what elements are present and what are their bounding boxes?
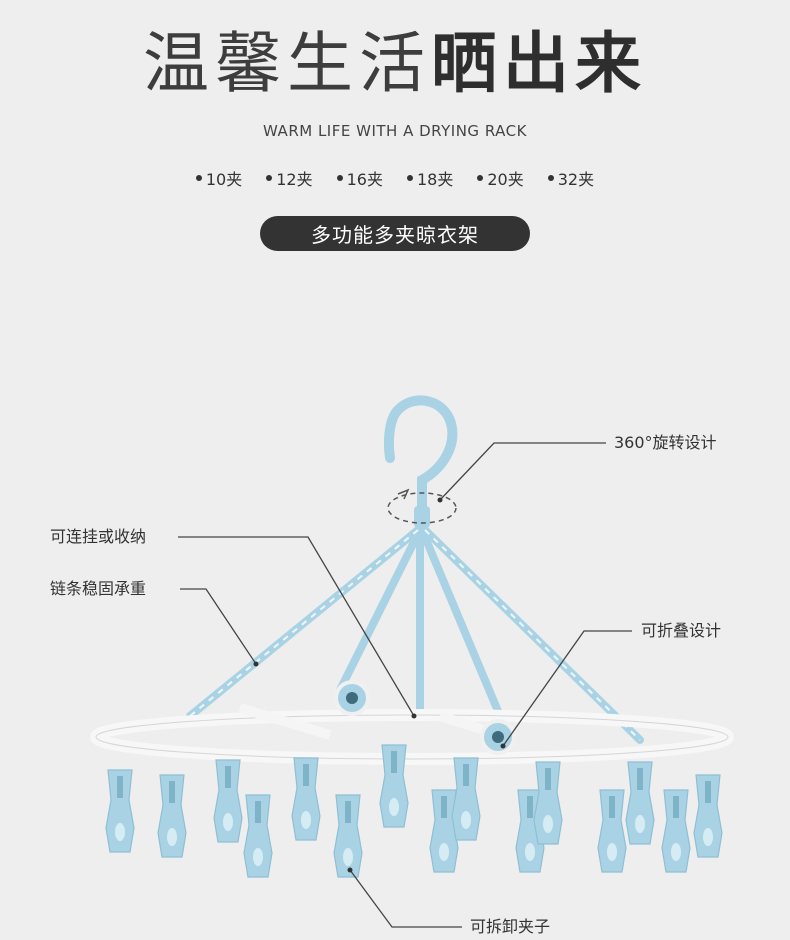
size-label: 10夹 <box>205 170 243 189</box>
callout-clips: 可拆卸夹子 <box>470 917 551 936</box>
size-label: 20夹 <box>487 170 524 189</box>
callout-fold: 可折叠设计 <box>641 621 722 640</box>
bullet-icon <box>547 175 554 181</box>
hook <box>384 395 458 527</box>
rotate-indicator <box>387 492 457 524</box>
size-option: 20夹 <box>477 166 524 190</box>
page-title: 温馨生活晒出来 <box>0 22 790 106</box>
subtitle: WARM LIFE WITH A DRYING RACK <box>263 122 527 140</box>
size-label: 32夹 <box>557 170 595 189</box>
callout-lines <box>178 442 632 928</box>
size-option: 10夹 <box>195 166 243 190</box>
bullet-icon <box>336 175 343 181</box>
callout-chain: 链条稳固承重 <box>50 579 147 598</box>
callout-connect: 可连挂或收纳 <box>50 527 147 546</box>
size-option: 12夹 <box>266 166 313 190</box>
size-label: 18夹 <box>417 170 454 189</box>
bullet-icon <box>407 175 413 181</box>
size-label: 16夹 <box>346 170 383 189</box>
bullet-icon <box>266 175 273 181</box>
size-option: 16夹 <box>336 166 383 190</box>
size-option: 18夹 <box>407 166 453 190</box>
bullet-icon <box>477 175 484 181</box>
bullet-icon <box>195 175 202 181</box>
product-badge: 多功能多夹晾衣架 <box>260 216 530 251</box>
size-label: 12夹 <box>276 170 313 189</box>
title-light: 温馨生活 <box>143 25 431 102</box>
title-bold: 晒出来 <box>431 25 647 102</box>
clip-count-options: 10夹 12夹 16夹 18夹 20夹 32夹 <box>0 166 790 190</box>
size-option: 32夹 <box>547 166 595 190</box>
callout-rotate: 360°旋转设计 <box>614 433 717 452</box>
